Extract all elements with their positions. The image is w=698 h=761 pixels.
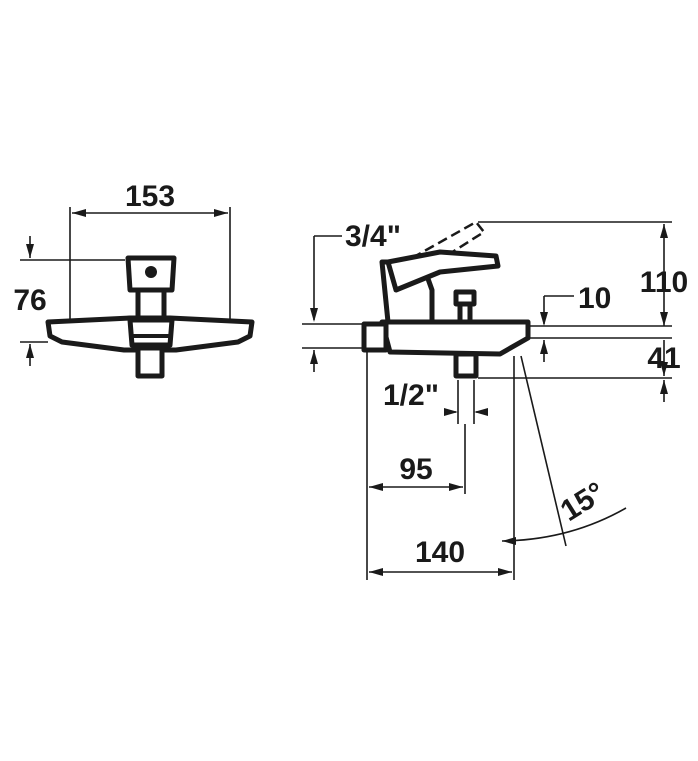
front-width-label: 153 bbox=[125, 180, 175, 213]
gap-arrow-top bbox=[540, 312, 548, 326]
front-width-arrow-left bbox=[72, 209, 86, 217]
angle-arc bbox=[501, 507, 627, 542]
outlet-distance-label: 95 bbox=[399, 453, 432, 486]
front-valve-body bbox=[127, 317, 175, 348]
front-height-label: 76 bbox=[13, 284, 46, 317]
inlet-label: 3/4" bbox=[345, 220, 401, 253]
base-arrow-top bbox=[660, 362, 668, 376]
outlet-distance-arrow-right bbox=[449, 483, 463, 491]
outlet-arrow-left bbox=[444, 408, 458, 416]
angle-arrow bbox=[502, 537, 516, 545]
side-wall-flange bbox=[361, 321, 389, 353]
base-height-label: 41 bbox=[647, 342, 680, 375]
depth-label: 140 bbox=[415, 536, 465, 569]
outlet-label: 1/2" bbox=[383, 379, 439, 412]
front-neck bbox=[135, 287, 167, 321]
side-lever-handle bbox=[385, 249, 501, 293]
side-diverter-stem bbox=[457, 301, 473, 325]
inlet-arrow-bottom bbox=[310, 350, 318, 364]
front-height-arrow-bottom bbox=[26, 344, 34, 358]
depth-arrow-right bbox=[498, 568, 512, 576]
front-lever-dot bbox=[145, 266, 157, 278]
depth-arrow-left bbox=[369, 568, 383, 576]
base-arrow-bottom bbox=[660, 380, 668, 394]
height-arrow-bottom bbox=[660, 312, 668, 326]
front-view: 153 76 bbox=[13, 180, 255, 379]
side-view: 3/4" 110 10 41 bbox=[302, 220, 688, 580]
outlet-distance-arrow-left bbox=[369, 483, 383, 491]
height-label: 110 bbox=[640, 266, 688, 299]
side-spout-body bbox=[379, 319, 531, 357]
outlet-arrow-right bbox=[474, 408, 488, 416]
front-outlet bbox=[135, 345, 165, 379]
gap-arrow-bottom bbox=[540, 340, 548, 354]
side-outlet bbox=[453, 351, 479, 379]
front-height-arrow-top bbox=[26, 244, 34, 258]
front-width-arrow-right bbox=[214, 209, 228, 217]
gap-label: 10 bbox=[578, 282, 611, 315]
inlet-arrow-top bbox=[310, 308, 318, 322]
angle-ray bbox=[520, 355, 567, 547]
height-arrow-top bbox=[660, 224, 668, 238]
